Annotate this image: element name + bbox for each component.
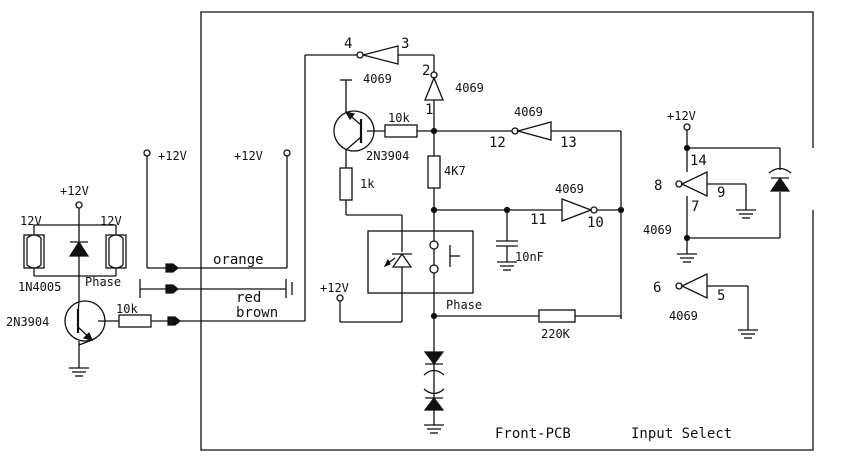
relay-coil-right-label: 12V bbox=[100, 214, 122, 228]
switch-phase-label: Phase bbox=[446, 298, 482, 312]
pcb-pullup-resistor bbox=[427, 155, 441, 189]
right-ground-symbol bbox=[677, 253, 697, 263]
pcb-feedback-resistor bbox=[538, 309, 576, 323]
pcb-supply-terminal bbox=[336, 294, 344, 302]
right-diode bbox=[768, 167, 792, 192]
gate-2-out-pin: 2 bbox=[422, 63, 430, 79]
gate-2: 2 1 4069 bbox=[422, 63, 484, 131]
gate-5: 8 9 4069 14 7 bbox=[643, 153, 756, 237]
gate-3: 12 13 4069 bbox=[489, 105, 622, 319]
relay-coil-left-label: 12V bbox=[20, 214, 42, 228]
pcb-capacitor bbox=[496, 210, 518, 271]
relay-circuit: +12V 12V 12V Phase bbox=[6, 184, 168, 377]
driver-base-resistor bbox=[118, 314, 152, 328]
cable-orange-label: orange bbox=[213, 252, 264, 268]
gate-3-in-pin: 13 bbox=[560, 135, 577, 151]
gate-3-part-label: 4069 bbox=[514, 105, 543, 119]
gate-4-out-pin: 10 bbox=[587, 215, 604, 231]
cable-supply-terminal-right bbox=[283, 149, 291, 157]
gate-6-out-pin: 6 bbox=[653, 280, 661, 296]
relay-supply-label: +12V bbox=[60, 184, 89, 198]
gate-3-out-pin: 12 bbox=[489, 135, 506, 151]
bottom-led-case bbox=[423, 364, 445, 400]
gate-4: 11 10 4069 bbox=[530, 182, 625, 231]
pcb-title: Front-PCB bbox=[495, 426, 571, 442]
pcb-outline bbox=[200, 11, 814, 451]
bottom-diode-upper bbox=[423, 351, 445, 365]
right-supply-terminal bbox=[683, 123, 691, 131]
switch-module bbox=[367, 230, 474, 294]
pcb-base-resistor bbox=[384, 124, 418, 138]
gate-4-in-pin: 11 bbox=[530, 212, 547, 228]
pcb-function-title: Input Select bbox=[631, 426, 732, 442]
relay-coil-left bbox=[23, 234, 45, 269]
pcb-base-resistor-label: 10k bbox=[388, 111, 410, 125]
pcb-collector-resistor bbox=[339, 167, 353, 201]
gate-2-part-label: 4069 bbox=[455, 81, 484, 95]
gate-6-part-label: 4069 bbox=[669, 309, 698, 323]
cable-brown-label: brown bbox=[236, 305, 278, 321]
flyback-diode-label: 1N4005 bbox=[18, 280, 61, 294]
gate-6-in-pin: 5 bbox=[717, 288, 725, 304]
bottom-diode-lower bbox=[423, 397, 445, 434]
flyback-diode bbox=[68, 225, 90, 276]
gate-1: 4 3 bbox=[344, 36, 435, 72]
relay-coil-right bbox=[105, 234, 127, 269]
driver-base-resistor-label: 10k bbox=[116, 302, 138, 316]
pcb-capacitor-label: 10nF bbox=[515, 250, 544, 264]
driver-transistor-label: 2N3904 bbox=[6, 315, 49, 329]
cable-red-label: red bbox=[236, 290, 261, 306]
junction bbox=[617, 206, 625, 214]
cable-connectors: +12V +12V orange red brown bbox=[139, 54, 357, 326]
switch-led bbox=[383, 252, 413, 322]
cable-supply-terminal-left bbox=[143, 149, 151, 157]
gate-6: 6 5 4069 bbox=[653, 272, 758, 339]
gate-1-out-pin: 3 bbox=[401, 36, 409, 52]
relay-contact-label: Phase bbox=[85, 275, 121, 289]
pcb-supply-label: +12V bbox=[320, 281, 349, 295]
pcb-collector-resistor-label: 1k bbox=[360, 177, 375, 191]
pcb-pullup-resistor-label: 4K7 bbox=[444, 164, 466, 178]
gate-5-out-pin: 8 bbox=[654, 178, 662, 194]
driver-transistor bbox=[64, 299, 106, 346]
pcb-transistor-part-label: 4069 bbox=[363, 72, 392, 86]
cable-supply-label-left: +12V bbox=[158, 149, 187, 163]
gate-5-part-label: 4069 bbox=[643, 223, 672, 237]
driver-ground-symbol bbox=[69, 367, 89, 377]
relay-supply-terminal bbox=[75, 201, 83, 209]
gate-1-in-pin: 4 bbox=[344, 36, 352, 52]
right-supply-label: +12V bbox=[667, 109, 696, 123]
gate-2-in-pin: 1 bbox=[425, 102, 433, 118]
gate-5-in-pin: 9 bbox=[717, 185, 725, 201]
pcb-feedback-resistor-label: 220K bbox=[541, 327, 571, 341]
gate-vdd-pin: 14 bbox=[690, 153, 707, 169]
pcb-vdd-symbol bbox=[340, 79, 352, 112]
pcb-transistor-label: 2N3904 bbox=[366, 149, 409, 163]
gate-vss-pin: 7 bbox=[691, 199, 699, 215]
gate-4-part-label: 4069 bbox=[555, 182, 584, 196]
cable-supply-label-right: +12V bbox=[234, 149, 263, 163]
